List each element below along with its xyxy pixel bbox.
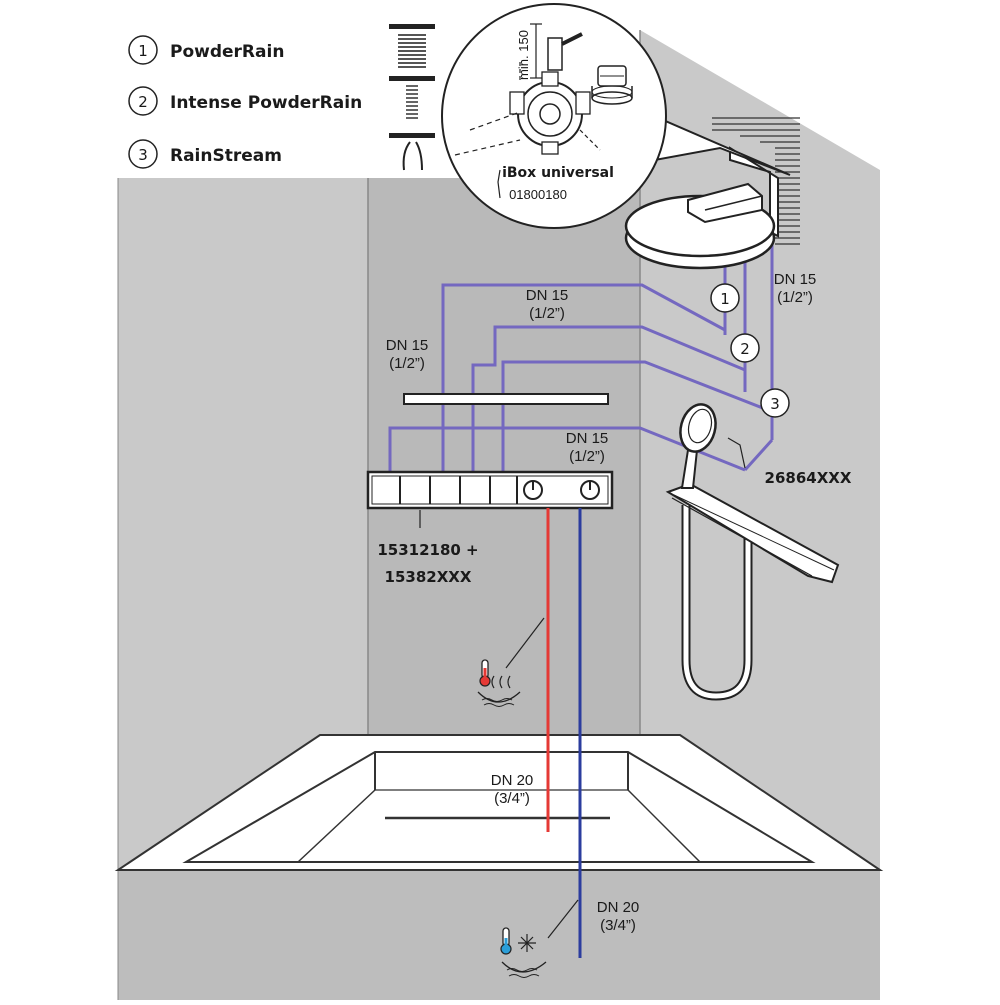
- legend-number-1: 1: [138, 42, 148, 60]
- legend-label-powderrain: PowderRain: [170, 42, 284, 62]
- cold-inlet-size: DN 20: [597, 899, 640, 916]
- wall-hatch: [712, 117, 800, 245]
- legend-label-intense-powderrain: Intense PowderRain: [170, 93, 362, 113]
- thermostat-part-2: 15382XXX: [385, 568, 472, 586]
- floor: [118, 870, 880, 1000]
- head-supply-size: DN 15: [774, 271, 817, 288]
- bathtub: [114, 734, 884, 871]
- outlet-marker-2-text: 2: [740, 340, 750, 358]
- left-inch: (1/2”): [389, 355, 425, 372]
- cold-water-icon: [500, 927, 547, 978]
- left-wall: [118, 178, 368, 870]
- legend-number-3: 3: [138, 146, 148, 164]
- outlet-marker-3: [760, 388, 790, 418]
- hot-water-icon: [477, 659, 521, 707]
- thermostat-module: [366, 470, 614, 510]
- narrow-spray-icon: [389, 76, 435, 119]
- hand-shower-set: [665, 403, 840, 701]
- legend-number-2: 2: [138, 93, 148, 111]
- part-numbers: 26864XXX 15312180 + 15382XXX: [377, 437, 852, 939]
- snowflake-icon: [518, 934, 536, 952]
- shelf-bar: [403, 393, 609, 405]
- rain-stream-icon: [389, 133, 435, 171]
- overhead-shower: [624, 146, 779, 270]
- thermostat-size: DN 15: [566, 430, 609, 447]
- hot-inlet-inch: (3/4”): [494, 790, 530, 807]
- head-supply-inch: (1/2”): [777, 289, 813, 306]
- inset-dimension: min. 150: [516, 30, 531, 80]
- plaster-cap-icon: [591, 65, 633, 105]
- left-size: DN 15: [386, 337, 429, 354]
- inset-title: iBox universal: [502, 165, 614, 181]
- outlet-marker-3-text: 3: [770, 395, 780, 413]
- thermostat-inch: (1/2”): [569, 448, 605, 465]
- top-center-size: DN 15: [526, 287, 569, 304]
- legend-panel: [118, 0, 440, 178]
- outlet-marker-2: [730, 333, 760, 363]
- legend: 1 PowderRain 2 Intense PowderRain 3 Rain…: [118, 0, 440, 178]
- spray-disc-icon: [389, 24, 435, 68]
- thermostat-part-1: 15312180 +: [377, 541, 478, 559]
- ibox-inset: min. 150 iBox universal 01800180: [441, 3, 791, 229]
- outlet-marker-1-text: 1: [720, 290, 730, 308]
- outlet-pipes: [388, 232, 774, 475]
- pipe-labels: DN 15 (1/2”) DN 15 (1/2”) DN 15 (1/2”) D…: [386, 271, 817, 934]
- outlet-marker-1: [710, 283, 740, 313]
- legend-label-rainstream: RainStream: [170, 146, 282, 166]
- hot-inlet-size: DN 20: [491, 772, 534, 789]
- cold-inlet-inch: (3/4”): [600, 917, 636, 934]
- top-center-inch: (1/2”): [529, 305, 565, 322]
- inset-code: 01800180: [509, 187, 567, 202]
- outlet-markers: 1 2 3: [710, 283, 790, 418]
- room-walls: [117, 30, 880, 1000]
- hand-shower-part: 26864XXX: [765, 469, 852, 487]
